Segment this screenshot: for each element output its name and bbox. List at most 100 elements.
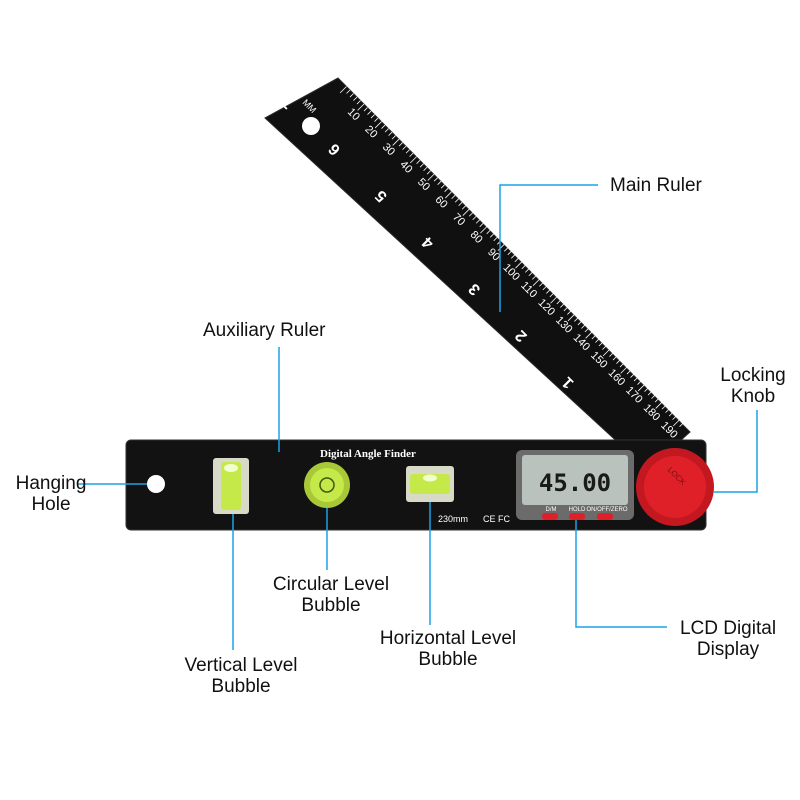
ruler-tick bbox=[480, 226, 488, 234]
onoff-zero-button bbox=[597, 513, 613, 520]
circular-level-liquid bbox=[310, 468, 344, 502]
locking-knob-label-2: Knob bbox=[731, 386, 775, 407]
ruler-tick bbox=[574, 317, 579, 322]
lcd-display-label-1: LCD Digital bbox=[680, 618, 776, 639]
ruler-tick bbox=[454, 198, 459, 203]
horizontal-vial-liquid bbox=[410, 474, 450, 494]
hanging-hole-label-2: Hole bbox=[31, 494, 70, 515]
ruler-tick bbox=[672, 415, 677, 420]
ruler-tick bbox=[577, 321, 582, 326]
ruler-tick bbox=[381, 124, 386, 129]
ruler-tick bbox=[462, 208, 470, 216]
auxiliary-ruler: Digital Angle Finder 230mm CE FC 45.00 D… bbox=[125, 439, 714, 531]
main-ruler-line bbox=[499, 184, 598, 312]
ruler-tick bbox=[556, 300, 561, 305]
main-ruler-label: Main Ruler bbox=[610, 175, 703, 196]
ruler-tick bbox=[346, 89, 351, 94]
ruler-tick bbox=[630, 373, 635, 378]
ruler-tick bbox=[493, 236, 498, 242]
ruler-tick bbox=[581, 324, 586, 329]
horizontal-vial-air bbox=[423, 474, 437, 482]
ruler-tick bbox=[679, 422, 684, 427]
ruler-tick bbox=[423, 166, 428, 171]
ruler-tick bbox=[419, 163, 424, 168]
locking-knob-label-1: Locking bbox=[720, 365, 786, 386]
ruler-tick bbox=[451, 194, 456, 200]
ruler-tick bbox=[363, 107, 368, 112]
knob-inner bbox=[644, 456, 706, 518]
ruler-tick bbox=[468, 212, 474, 217]
ruler-tick bbox=[637, 384, 645, 392]
ruler-tick bbox=[612, 356, 617, 361]
ruler-tick bbox=[353, 96, 358, 101]
lcd-digital-display: 45.00 D/M HOLD ON/OFF/ZERO bbox=[516, 450, 634, 520]
ruler-tick bbox=[549, 293, 554, 298]
main-ruler-body bbox=[264, 77, 691, 471]
ruler-tick bbox=[528, 272, 533, 277]
ruler-tick bbox=[514, 258, 519, 263]
ruler-tick bbox=[539, 282, 544, 287]
circular-level-label-2: Bubble bbox=[301, 595, 360, 616]
ruler-tick bbox=[654, 398, 659, 403]
ruler-tick bbox=[598, 342, 603, 347]
vertical-level-label-1: Vertical Level bbox=[184, 655, 297, 676]
ruler-tick bbox=[349, 93, 354, 98]
vertical-level-bubble bbox=[213, 458, 249, 514]
lcd-value: 45.00 bbox=[539, 469, 611, 497]
vertical-vial-air bbox=[224, 464, 238, 472]
ruler-tick bbox=[647, 391, 652, 396]
main-ruler: 1020304050607080901001101201301401501601… bbox=[264, 77, 691, 471]
ruler-tick bbox=[374, 117, 379, 122]
ruler-tick bbox=[560, 303, 565, 308]
ruler-tick bbox=[437, 180, 442, 185]
ruler-tick bbox=[388, 131, 393, 136]
ruler-tick bbox=[672, 419, 680, 427]
hanging-hole bbox=[147, 475, 165, 493]
ruler-tick bbox=[374, 121, 382, 129]
horizontal-level-label-2: Bubble bbox=[418, 649, 477, 670]
ruler-tick bbox=[591, 335, 596, 340]
ruler-tick bbox=[472, 215, 477, 221]
ruler-tick bbox=[542, 286, 547, 291]
lcd-display-label-2: Display bbox=[697, 639, 760, 660]
ruler-tick bbox=[507, 251, 512, 256]
cert-text: CE FC bbox=[483, 514, 511, 524]
ruler-tick bbox=[497, 244, 505, 251]
ruler-tick bbox=[602, 349, 610, 357]
ruler-tick bbox=[510, 254, 516, 259]
ruler-tick bbox=[409, 152, 414, 157]
ruler-tick bbox=[619, 363, 624, 368]
ruler-tick bbox=[620, 366, 628, 374]
ruler-tick bbox=[427, 173, 435, 181]
ruler-tick bbox=[563, 307, 568, 312]
ruler-tick bbox=[567, 314, 575, 322]
ruler-tick bbox=[609, 352, 614, 357]
ruler-tick bbox=[391, 135, 396, 140]
ruler-tick bbox=[550, 296, 558, 304]
circular-level-bubble bbox=[304, 462, 350, 508]
ruler-tick bbox=[655, 401, 663, 409]
ruler-tick bbox=[616, 359, 621, 364]
ruler-tick bbox=[461, 205, 466, 210]
button-label-hold: HOLD bbox=[569, 507, 586, 513]
ruler-tick bbox=[367, 110, 372, 115]
ruler-tick bbox=[644, 387, 649, 392]
main-ruler-hole bbox=[302, 117, 320, 135]
ruler-tick bbox=[384, 128, 389, 133]
ruler-tick bbox=[402, 145, 407, 150]
horizontal-level-bubble bbox=[406, 466, 454, 502]
vertical-level-label-2: Bubble bbox=[211, 676, 270, 697]
ruler-tick bbox=[637, 380, 642, 385]
ruler-tick bbox=[445, 191, 452, 199]
brand-text: Digital Angle Finder bbox=[320, 448, 416, 460]
ruler-tick bbox=[532, 275, 537, 280]
ruler-tick bbox=[356, 100, 361, 105]
ruler-tick bbox=[479, 222, 484, 228]
ruler-tick bbox=[405, 149, 410, 154]
ruler-tick bbox=[433, 177, 438, 182]
ruler-tick bbox=[416, 159, 421, 164]
hold-button bbox=[569, 513, 585, 520]
ruler-tick bbox=[357, 103, 365, 111]
ruler-tick bbox=[595, 338, 600, 343]
ruler-tick bbox=[661, 405, 666, 410]
